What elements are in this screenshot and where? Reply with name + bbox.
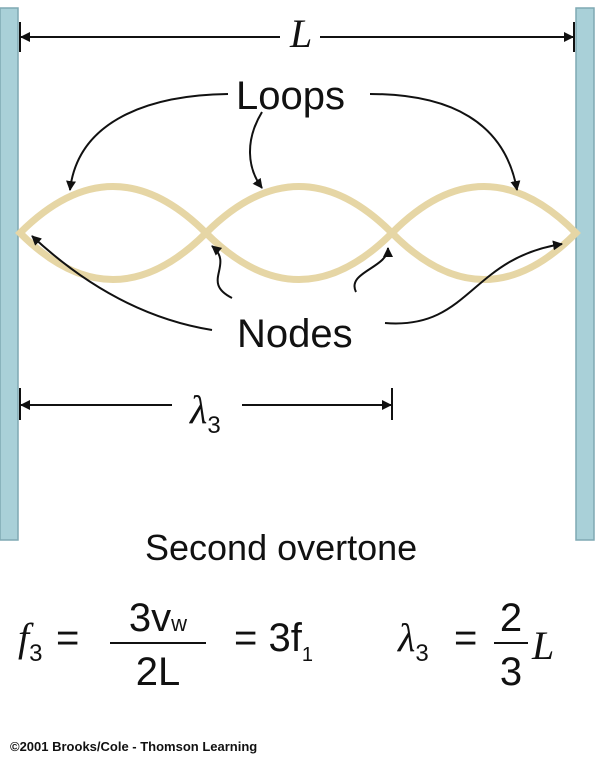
wavelength-subscript: 3 — [207, 412, 221, 439]
two-thirds-numerator: 2 — [499, 596, 523, 640]
fraction-bar — [110, 642, 206, 644]
right-wall — [575, 7, 595, 541]
loop-3 — [387, 183, 581, 283]
node-arrow-1 — [31, 235, 213, 331]
rhs-text: = 3f — [234, 616, 302, 660]
nodes-label: Nodes — [237, 312, 353, 356]
copyright-credit: ©2001 Brooks/Cole - Thomson Learning — [10, 739, 258, 754]
fraction-numerator: 3vw — [110, 596, 206, 640]
equals-2: = — [454, 616, 478, 660]
length-label: L — [290, 11, 313, 56]
loop-1 — [15, 183, 211, 283]
lambda-rhs-L: L — [532, 623, 555, 668]
standing-wave-string — [15, 183, 581, 283]
node-arrow-4 — [384, 240, 563, 325]
fraction-denominator: 2L — [135, 650, 181, 694]
f-symbol: f — [18, 615, 30, 660]
two-thirds-bar — [494, 642, 528, 644]
lambda3-term: λ3 — [398, 615, 429, 666]
numerator-subscript: w — [171, 611, 188, 636]
rhs-subscript: 1 — [301, 644, 313, 666]
equals-1: = — [56, 616, 80, 660]
loop-2 — [201, 183, 397, 283]
fraction-velocity: 3vw 2L — [110, 596, 206, 695]
lambda-subscript: 3 — [415, 640, 429, 667]
f-subscript: 3 — [29, 640, 43, 667]
loop-arrow-3 — [369, 93, 521, 191]
rhs-term: = 3f1 — [234, 616, 313, 665]
left-wall — [0, 7, 19, 541]
loop-arrow-2 — [249, 111, 263, 189]
fraction-two-thirds: 2 3 — [494, 596, 528, 695]
wavelength-symbol: λ — [190, 387, 208, 432]
f3-term: f3 — [18, 615, 42, 666]
numerator-text: 3v — [128, 596, 172, 640]
node-arrow-3 — [353, 247, 393, 293]
two-thirds-denominator: 3 — [499, 650, 523, 694]
caption: Second overtone — [145, 527, 418, 568]
node-arrow-2 — [211, 245, 233, 299]
loops-label: Loops — [236, 74, 345, 118]
lambda-symbol: λ — [398, 615, 416, 660]
loop-arrow-1 — [66, 93, 229, 191]
wavelength-label: λ3 — [190, 387, 221, 438]
